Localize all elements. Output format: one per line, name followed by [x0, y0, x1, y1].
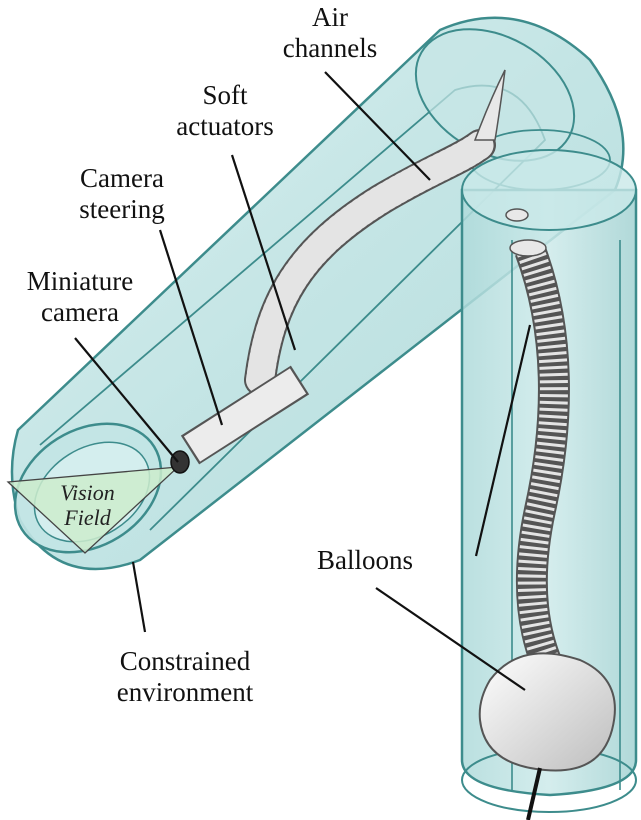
label-soft-actuators-line1: Soft [202, 80, 248, 110]
vertical-robot-port [505, 208, 529, 222]
label-soft-actuators: Soft actuators [165, 80, 285, 142]
vertical-tube-top [461, 149, 637, 231]
miniature-camera-lens [170, 450, 190, 474]
leader-balloons [474, 324, 532, 557]
label-soft-actuators-line2: actuators [176, 111, 274, 141]
label-miniature-camera-line2: camera [41, 297, 119, 327]
camera-steering-segment-fill [183, 368, 307, 462]
elbow-tip [473, 69, 506, 141]
label-vision-field: Vision Field [50, 480, 125, 530]
leader-soft-actuators [230, 154, 297, 351]
label-miniature-camera: Miniature camera [0, 266, 160, 328]
label-camera-steering-line2: steering [79, 194, 165, 224]
balloon [478, 652, 616, 772]
vertical-robot-top [509, 239, 547, 257]
label-vision-field-line2: Field [64, 505, 111, 530]
label-constrained-environment-line2: environment [116, 677, 254, 707]
label-air-channels-line1: Air [312, 2, 348, 32]
label-vision-field-line1: Vision [60, 480, 115, 505]
label-balloons: Balloons [316, 545, 413, 575]
label-camera-steering: Camera steering [62, 163, 182, 225]
vertical-robot-body-fill [516, 245, 573, 698]
leader-balloons-2 [375, 587, 526, 691]
label-constrained-environment-line1: Constrained [119, 646, 251, 676]
tether-cable [526, 767, 542, 820]
label-air-channels-line2: channels [282, 33, 378, 63]
leader-miniature-camera [74, 337, 179, 463]
vision-field [6, 466, 180, 554]
label-air-channels: Air channels [280, 2, 380, 64]
label-miniature-camera-line1: Miniature [26, 266, 134, 296]
label-camera-steering-line1: Camera [80, 163, 164, 193]
leader-lines [74, 71, 532, 691]
leader-constrained-environment [131, 561, 147, 633]
label-constrained-environment: Constrained environment [95, 646, 275, 708]
diagonal-robot-body-fill [246, 131, 494, 394]
leader-camera-steering [158, 229, 224, 426]
leader-air-channels [324, 71, 431, 181]
